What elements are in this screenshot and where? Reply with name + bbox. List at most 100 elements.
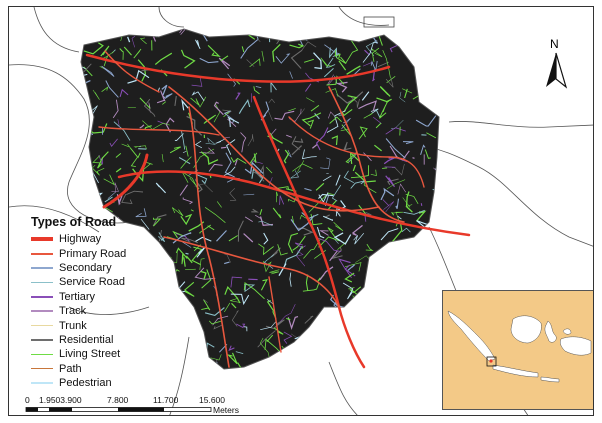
- minor-road: [164, 292, 181, 305]
- minor-road: [333, 222, 344, 232]
- minor-road: [195, 236, 212, 242]
- minor-road: [325, 88, 339, 97]
- minor-road: [398, 346, 410, 353]
- minor-road: [224, 261, 230, 265]
- minor-road: [226, 352, 238, 365]
- minor-road: [404, 88, 408, 99]
- minor-road: [279, 195, 285, 205]
- minor-road: [203, 358, 213, 363]
- minor-road: [403, 331, 417, 346]
- minor-road: [400, 349, 414, 358]
- minor-road: [216, 201, 222, 208]
- minor-road: [392, 211, 404, 223]
- minor-road: [401, 227, 411, 233]
- minor-road: [416, 245, 422, 265]
- minor-road: [148, 102, 151, 113]
- minor-road: [297, 339, 308, 343]
- minor-road: [405, 246, 428, 261]
- minor-road: [243, 326, 248, 332]
- minor-road: [297, 160, 305, 172]
- minor-road: [244, 216, 253, 222]
- legend-label: Tertiary: [59, 290, 96, 303]
- minor-road: [291, 215, 295, 223]
- minor-road: [426, 50, 430, 59]
- minor-road: [328, 370, 351, 380]
- minor-road: [412, 157, 415, 159]
- minor-road: [424, 149, 431, 159]
- minor-road: [393, 309, 401, 318]
- minor-road: [101, 86, 109, 92]
- legend-item: Living Street: [31, 347, 126, 361]
- minor-road: [328, 111, 335, 119]
- minor-road: [260, 279, 268, 291]
- minor-road: [181, 237, 198, 244]
- minor-road: [395, 252, 401, 257]
- minor-road: [190, 97, 200, 106]
- minor-road: [286, 134, 292, 138]
- minor-road: [165, 117, 175, 133]
- minor-road: [363, 296, 367, 301]
- minor-road: [161, 154, 164, 163]
- legend-label: Secondary: [59, 261, 112, 274]
- minor-road: [194, 140, 203, 149]
- minor-road: [135, 208, 147, 218]
- minor-road: [223, 110, 235, 124]
- minor-road: [173, 289, 178, 305]
- minor-road: [333, 344, 347, 354]
- minor-road: [98, 154, 104, 165]
- minor-road: [335, 174, 341, 186]
- legend-label: Living Street: [59, 348, 121, 361]
- minor-road: [346, 65, 361, 75]
- minor-road: [405, 193, 419, 204]
- minor-road: [372, 298, 381, 313]
- minor-road: [237, 362, 245, 369]
- minor-road: [183, 257, 186, 267]
- minor-road: [260, 320, 277, 330]
- minor-road: [169, 370, 179, 378]
- minor-road: [311, 144, 318, 149]
- minor-road: [306, 97, 315, 103]
- minor-road: [383, 340, 392, 350]
- minor-road: [392, 337, 397, 346]
- minor-road: [193, 148, 215, 168]
- minor-road: [223, 166, 236, 177]
- minor-road: [213, 325, 222, 330]
- minor-road: [268, 111, 273, 121]
- minor-road: [236, 323, 246, 329]
- minor-road: [322, 175, 332, 182]
- primary-road: [104, 50, 160, 93]
- highway-road: [85, 53, 391, 83]
- minor-road: [229, 188, 237, 201]
- minor-road: [331, 184, 342, 202]
- minor-road: [304, 315, 314, 324]
- minor-road: [397, 349, 407, 356]
- minor-road: [324, 44, 341, 57]
- minor-road: [424, 297, 430, 317]
- minor-road: [288, 195, 298, 203]
- primary-road: [188, 106, 230, 368]
- minor-road: [316, 237, 342, 252]
- minor-road: [319, 266, 334, 281]
- minor-road: [371, 259, 381, 271]
- minor-road: [191, 91, 205, 102]
- minor-road: [195, 39, 201, 50]
- minor-road: [307, 119, 315, 129]
- minor-road: [304, 188, 312, 191]
- minor-road: [301, 149, 317, 160]
- minor-road: [288, 108, 296, 112]
- minor-road: [296, 250, 306, 267]
- minor-road: [331, 246, 343, 260]
- minor-road: [200, 151, 219, 165]
- minor-road: [418, 29, 431, 44]
- minor-road: [182, 357, 193, 362]
- minor-road: [318, 236, 340, 248]
- legend-item: Highway: [31, 232, 126, 246]
- scale-tick: 0: [25, 395, 30, 405]
- minor-road: [160, 237, 166, 241]
- minor-road: [287, 232, 299, 254]
- minor-road: [289, 272, 292, 287]
- minor-road: [391, 119, 404, 130]
- primary-road: [163, 236, 340, 308]
- minor-road: [333, 232, 352, 245]
- minor-road: [131, 353, 135, 363]
